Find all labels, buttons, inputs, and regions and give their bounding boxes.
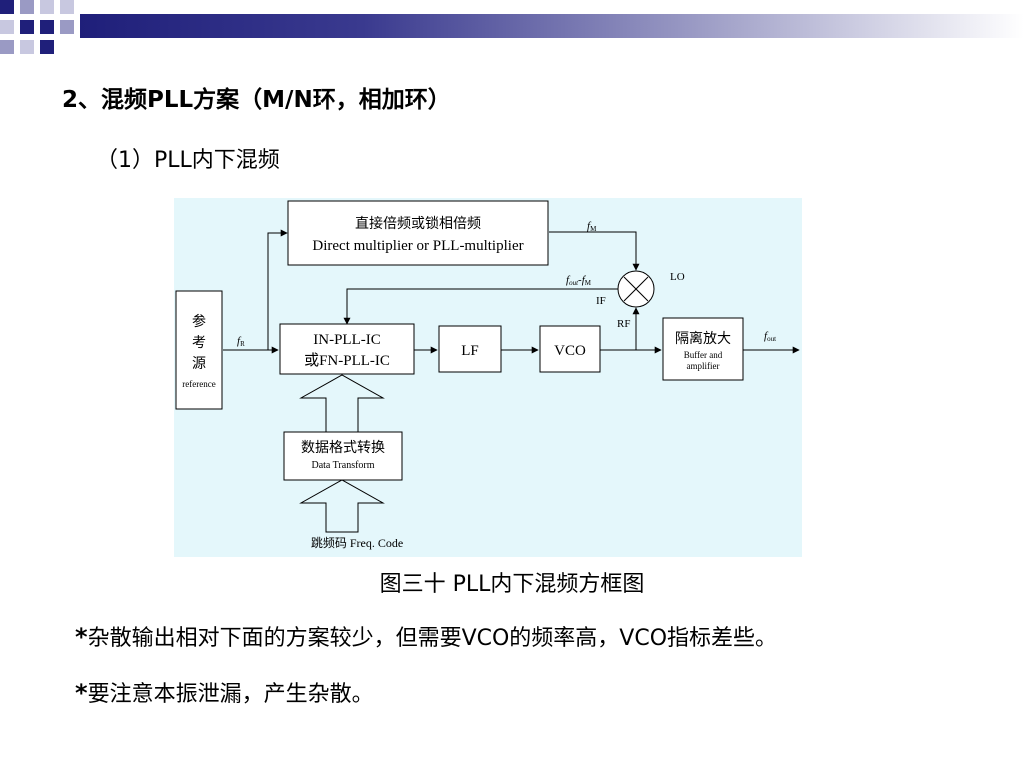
corner-square-8 <box>60 20 74 34</box>
fr-label: fR <box>237 335 245 348</box>
corner-square-5 <box>0 20 14 34</box>
multiplier-label-en: Direct multiplier or PLL-multiplier <box>312 238 523 254</box>
data-transform-box <box>283 431 403 481</box>
corner-square-6 <box>20 20 34 34</box>
block-diagram: 直接倍频或锁相倍频 Direct multiplier or PLL-multi… <box>174 198 802 557</box>
if-label: IF <box>596 295 606 307</box>
vco-box <box>539 325 601 373</box>
buffer-label-en-2: amplifier <box>687 361 720 371</box>
corner-square-11 <box>40 40 54 54</box>
corner-square-4 <box>60 0 74 14</box>
wire-if-to-pll <box>343 288 619 325</box>
note-1: *杂散输出相对下面的方案较少，但需要VCO的频率高，VCO指标差些。 <box>75 620 777 652</box>
pll-ic-box <box>279 323 415 375</box>
reference-char-3: 源 <box>192 356 206 372</box>
figure-caption: 图三十 PLL内下混频方框图 <box>379 572 645 597</box>
block-diagram-svg: 直接倍频或锁相倍频 Direct multiplier or PLL-multi… <box>175 200 800 550</box>
lo-label: LO <box>670 271 685 283</box>
slide-heading: 2、混频PLL方案（M/N环，相加环） <box>62 87 451 113</box>
buffer-box <box>662 317 744 381</box>
reference-box <box>175 290 223 410</box>
wire-lo-to-mixer <box>549 231 640 271</box>
note-2: *要注意本振泄漏，产生杂散。 <box>75 676 374 708</box>
slide-subheading: （1）PLL内下混频 <box>96 148 280 173</box>
data-transform-label-cn: 数据格式转换 <box>301 439 385 456</box>
fm-label: fM <box>587 220 597 233</box>
buffer-label-cn: 隔离放大 <box>675 330 731 347</box>
hollow-arrow-transform-to-pll <box>299 374 385 433</box>
freq-code-label: 跳频码 Freq. Code <box>311 536 403 550</box>
lf-box <box>438 325 502 373</box>
corner-square-7 <box>40 20 54 34</box>
data-transform-label-en: Data Transform <box>311 460 374 471</box>
reference-char-2: 考 <box>192 335 206 351</box>
title-bar-gradient <box>80 14 1024 38</box>
multiplier-box <box>287 200 549 266</box>
pll-ic-label-2: 或FN-PLL-IC <box>304 352 390 369</box>
fout-label: fout <box>764 330 776 343</box>
note-2-star: * <box>75 679 88 707</box>
lf-label: LF <box>461 343 479 359</box>
fout-minus-fm-label: fout-fM <box>566 274 592 287</box>
corner-square-2 <box>20 0 34 14</box>
multiplier-label-cn: 直接倍频或锁相倍频 <box>355 215 481 232</box>
rf-label: RF <box>617 318 630 330</box>
hollow-arrow-code-to-transform <box>299 479 385 533</box>
note-2-text: 要注意本振泄漏，产生杂散。 <box>87 682 374 707</box>
corner-square-10 <box>20 40 34 54</box>
corner-square-3 <box>40 0 54 14</box>
reference-char-1: 参 <box>192 313 206 330</box>
reference-label-en: reference <box>182 379 215 389</box>
corner-square-1 <box>0 0 14 14</box>
pll-ic-label-1: IN-PLL-IC <box>313 332 381 348</box>
corner-square-9 <box>0 40 14 54</box>
wire-ref-to-multiplier <box>267 229 288 350</box>
note-1-star: * <box>75 623 88 651</box>
vco-label: VCO <box>554 343 586 359</box>
note-1-text: 杂散输出相对下面的方案较少，但需要VCO的频率高，VCO指标差些。 <box>87 626 778 651</box>
buffer-label-en-1: Buffer and <box>684 350 723 360</box>
